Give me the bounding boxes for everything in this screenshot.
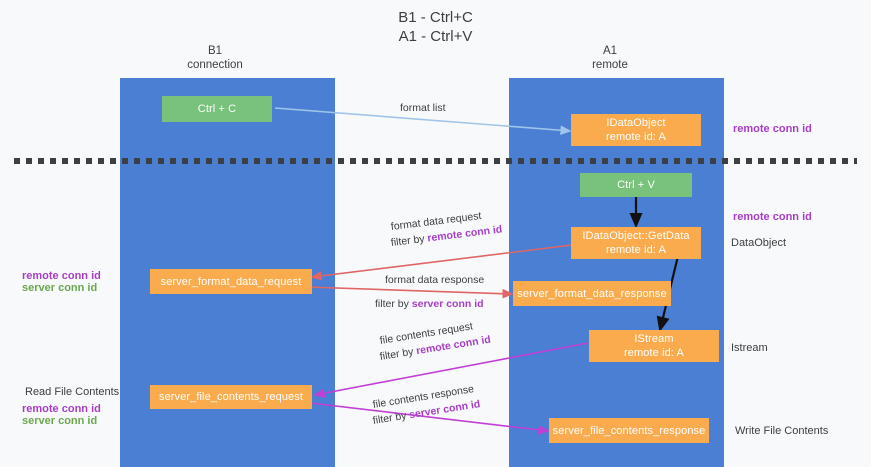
label-format-data-response-filter: filter by server conn id xyxy=(375,297,484,312)
filter-prefix: filter by xyxy=(375,298,412,310)
annotation-read-file-contents: Read File Contents xyxy=(25,386,120,398)
label-format-data-response: format data response xyxy=(385,274,485,286)
annotation-left-server-conn-id: server conn id xyxy=(22,282,98,294)
box-server-format-data-response[interactable]: server_format_data_response xyxy=(513,281,671,306)
annotation-write-file-contents: Write File Contents xyxy=(735,425,829,437)
box-idataobject-getdata[interactable]: IDataObject::GetData remote id: A xyxy=(571,227,701,259)
box-server-format-data-request[interactable]: server_format_data_request xyxy=(150,269,312,294)
annotation-dataobject: DataObject xyxy=(731,237,787,249)
label-file-contents-request-group: file contents request filter by remote c… xyxy=(379,320,492,365)
box-server-file-contents-request[interactable]: server_file_contents_request xyxy=(150,385,312,409)
filter-prefix: filter by xyxy=(390,232,429,249)
phase-divider-dashed-line xyxy=(14,158,857,164)
annotation-left-bottom-server-conn-id: server conn id xyxy=(22,415,98,427)
annotation-left-remote-conn-id: remote conn id xyxy=(22,270,101,282)
annotation-right-remote-conn-id-mid: remote conn id xyxy=(733,211,812,223)
arrow-format-data-response xyxy=(306,286,514,299)
box-idataobject[interactable]: IDataObject remote id: A xyxy=(571,114,701,146)
box-istream[interactable]: IStream remote id: A xyxy=(589,330,719,362)
box-ctrl-v[interactable]: Ctrl + V xyxy=(580,173,692,197)
box-server-file-contents-response[interactable]: server_file_contents_response xyxy=(549,418,709,443)
label-format-list: format list xyxy=(400,102,446,114)
annotation-left-bottom-remote-conn-id: remote conn id xyxy=(22,403,101,415)
filter-key-server-conn-id: server conn id xyxy=(411,298,484,310)
column-header-a1: A1 remote xyxy=(592,45,628,71)
column-header-b1: B1 connection xyxy=(187,45,243,71)
label-file-contents-response-group: file contents response filter by server … xyxy=(372,383,482,429)
box-ctrl-c[interactable]: Ctrl + C xyxy=(162,96,272,122)
annotation-istream: Istream xyxy=(731,342,768,354)
diagram-title: B1 - Ctrl+C A1 - Ctrl+V xyxy=(398,9,473,45)
annotation-right-remote-conn-id-top: remote conn id xyxy=(733,123,812,135)
label-format-data-request-group: format data request filter by remote con… xyxy=(390,210,503,251)
